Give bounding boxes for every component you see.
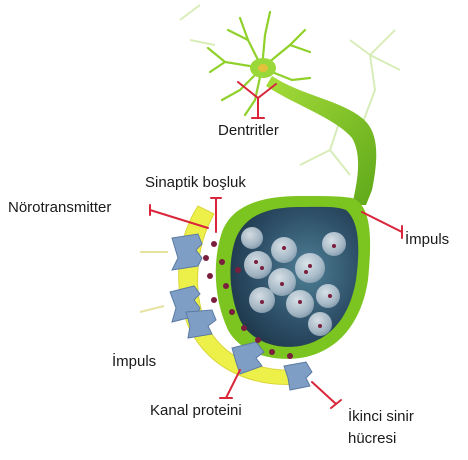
synaptic-terminal: [216, 196, 370, 359]
label-impuls-right: İmpuls: [405, 231, 449, 249]
label-dentritler: Dentritler: [218, 122, 279, 140]
signal-arrows: [140, 252, 168, 312]
label-kanal-proteini: Kanal proteini: [150, 402, 242, 420]
label-norotransmitter: Nörotransmitter: [8, 199, 111, 217]
label-ikinci-sinir-hucresi: İkinci sinir hücresi: [348, 406, 438, 450]
label-sinaptik-bosluk: Sinaptik boşluk: [145, 174, 246, 192]
label-impuls-left: İmpuls: [112, 353, 156, 371]
